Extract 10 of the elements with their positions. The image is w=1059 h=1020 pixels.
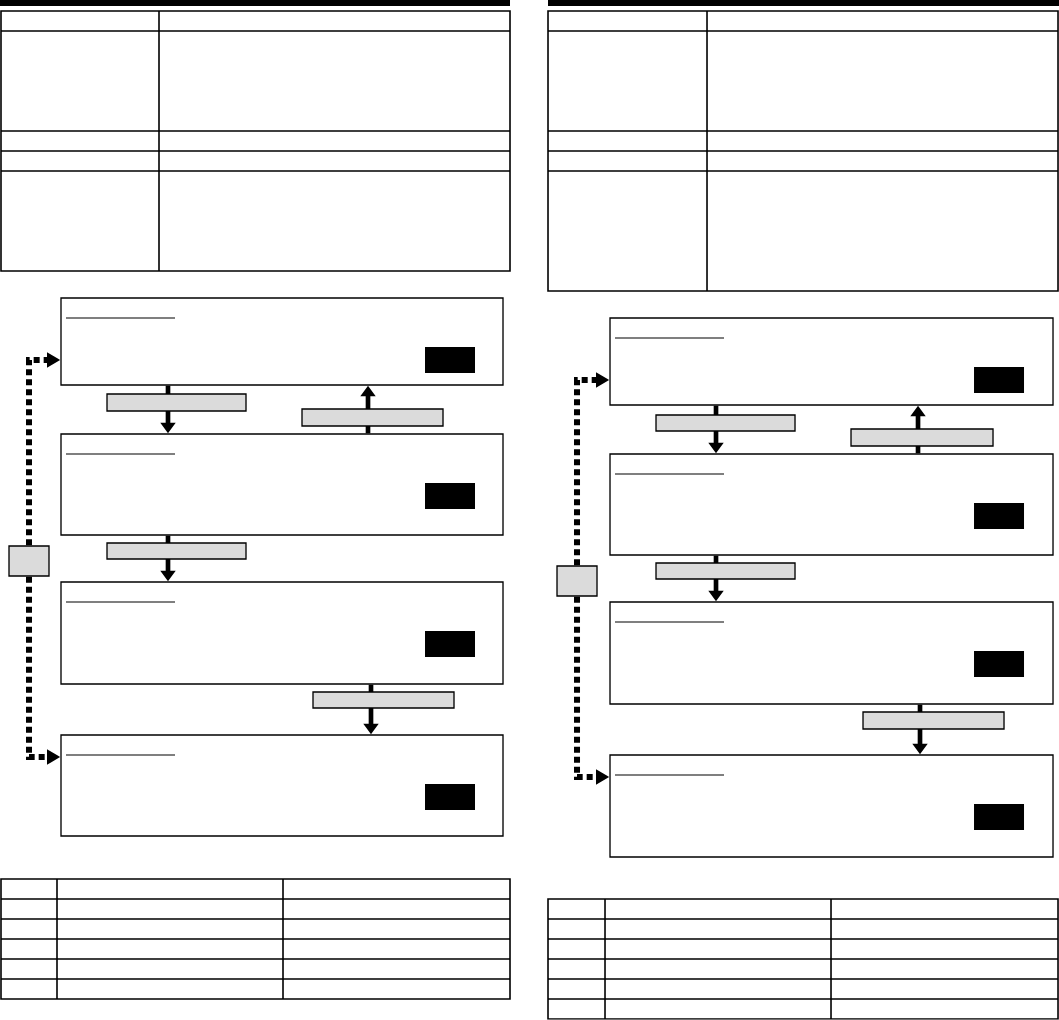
screen-box — [60, 581, 504, 685]
screen-box — [609, 754, 1054, 858]
screen-box — [609, 453, 1054, 556]
screen-box — [609, 601, 1054, 705]
screen-box — [60, 433, 504, 536]
step-box — [8, 545, 50, 577]
step-box — [556, 565, 598, 597]
screen-box — [609, 317, 1054, 406]
screen-box — [60, 297, 504, 386]
screen-box — [60, 734, 504, 837]
